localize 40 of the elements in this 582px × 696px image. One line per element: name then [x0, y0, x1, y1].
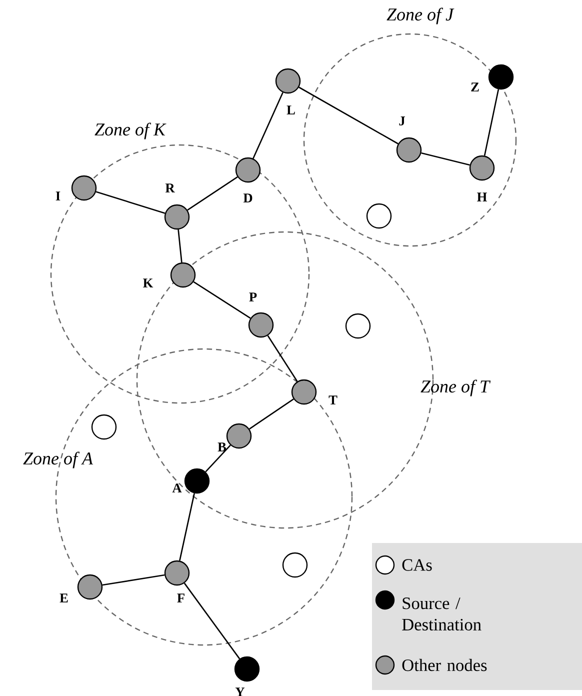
- legend-label: Source / Destination: [402, 598, 482, 630]
- link-line: [249, 398, 294, 430]
- node-circle: [282, 552, 308, 578]
- node-label: L: [286, 106, 295, 114]
- link-line: [178, 229, 182, 263]
- node-label: F: [177, 594, 184, 602]
- link-line: [179, 493, 195, 561]
- node-label: A: [172, 484, 182, 492]
- node-label: J: [399, 116, 405, 126]
- node-label: I: [56, 192, 60, 200]
- link-line: [102, 574, 165, 586]
- link-line: [421, 152, 470, 166]
- link-line: [205, 444, 231, 472]
- node-label: B: [218, 442, 226, 452]
- link-line: [298, 86, 398, 144]
- node-label: T: [328, 396, 338, 404]
- node-label: H: [477, 192, 487, 202]
- link-line: [252, 92, 284, 159]
- zone-label: Zone of A: [23, 452, 94, 468]
- link-line: [187, 176, 238, 211]
- node-circle: [345, 313, 371, 339]
- node-label: R: [165, 184, 175, 192]
- zone-label: Zone of T: [420, 380, 491, 396]
- link-line: [184, 582, 240, 660]
- node-label: Y: [235, 688, 245, 696]
- node-label: D: [243, 194, 252, 202]
- node-circle: [366, 203, 392, 229]
- link-line: [267, 335, 298, 382]
- node-circle: [91, 414, 117, 440]
- node-label: K: [143, 278, 154, 288]
- link-line: [484, 89, 500, 156]
- node-label: P: [249, 292, 257, 302]
- node-label: E: [60, 594, 68, 602]
- legend-label: Other nodes: [402, 658, 487, 672]
- legend-label: CAs: [402, 559, 432, 571]
- zone-label: Zone of J: [386, 8, 454, 24]
- node-label: Z: [471, 82, 479, 92]
- link-line: [193, 281, 251, 319]
- zone-label: Zone of K: [94, 122, 166, 140]
- link-line: [96, 191, 166, 214]
